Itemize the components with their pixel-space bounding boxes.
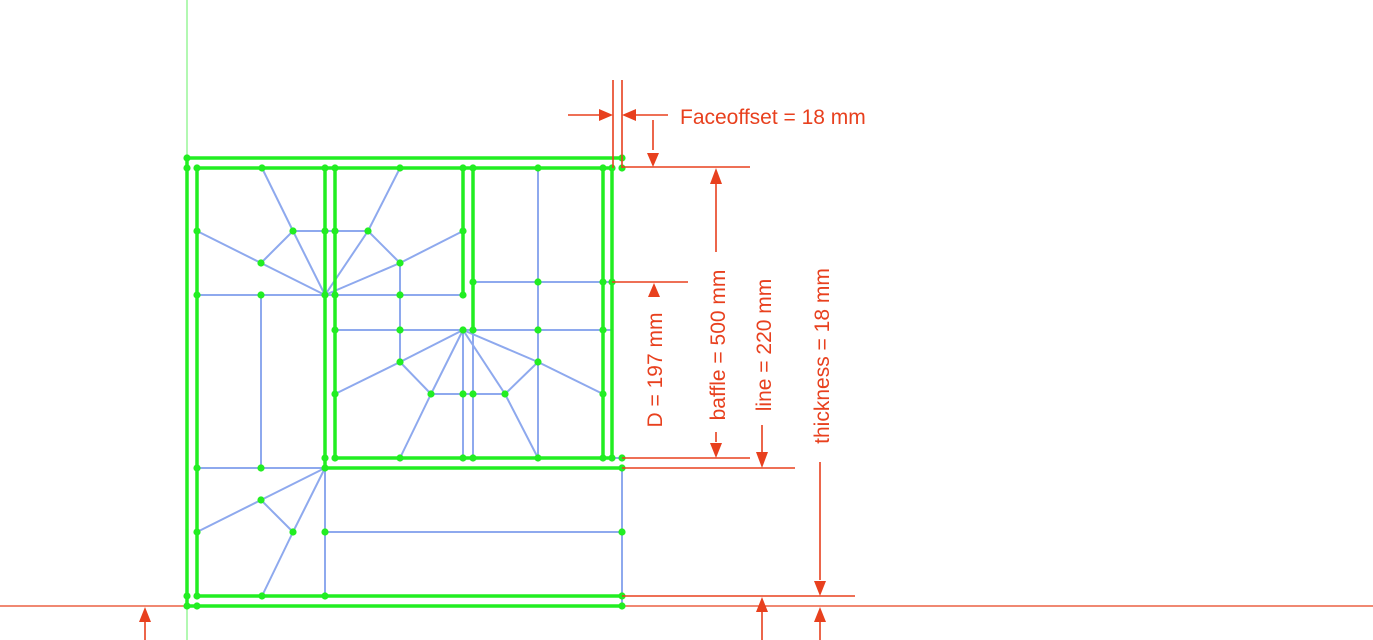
thickness-label: thickness = 18 mm xyxy=(811,268,834,444)
mesh-node xyxy=(183,592,191,600)
mesh-node xyxy=(534,326,542,334)
mesh-node xyxy=(257,464,265,472)
mesh-node xyxy=(331,291,339,299)
mesh-node xyxy=(364,227,372,235)
line-label: line = 220 mm xyxy=(753,279,776,411)
mesh-node xyxy=(289,528,297,536)
mesh-node xyxy=(258,164,266,172)
mesh-node xyxy=(618,602,626,610)
mesh-node xyxy=(396,291,404,299)
mesh-node xyxy=(193,602,201,610)
mesh-node xyxy=(396,164,404,172)
panel-outline xyxy=(185,156,622,608)
mesh-node xyxy=(321,454,329,462)
mesh-node xyxy=(258,592,266,600)
mesh-node xyxy=(331,390,339,398)
mesh-node xyxy=(618,528,626,536)
mesh-node xyxy=(331,164,339,172)
mesh-node xyxy=(321,291,329,299)
mesh-node xyxy=(321,164,329,172)
dimension-lines xyxy=(139,80,855,640)
mesh-node xyxy=(599,164,607,172)
mesh-node xyxy=(193,227,201,235)
mesh-node xyxy=(459,454,467,462)
mesh-node xyxy=(193,464,201,472)
mesh-node xyxy=(534,164,542,172)
mesh-node xyxy=(257,496,265,504)
mesh-node xyxy=(469,390,477,398)
mesh-nodes xyxy=(183,154,626,610)
mesh-node xyxy=(534,278,542,286)
mesh-node xyxy=(183,602,191,610)
d-label: D = 197 mm xyxy=(644,313,667,428)
mesh-node xyxy=(257,259,265,267)
mesh-node xyxy=(193,592,201,600)
mesh-node xyxy=(396,358,404,366)
mesh-node xyxy=(599,390,607,398)
mesh-node xyxy=(396,454,404,462)
mesh-node xyxy=(469,164,477,172)
mesh-node xyxy=(534,358,542,366)
mesh-node xyxy=(193,164,201,172)
mesh-node xyxy=(183,164,191,172)
mesh-node xyxy=(459,326,467,334)
mesh-node xyxy=(321,227,329,235)
mesh-node xyxy=(608,164,616,172)
mesh-node xyxy=(321,528,329,536)
mesh-node xyxy=(289,227,297,235)
mesh-node xyxy=(331,454,339,462)
mesh-node xyxy=(599,454,607,462)
mesh-node xyxy=(193,291,201,299)
mesh-node xyxy=(459,164,467,172)
mesh-node xyxy=(459,291,467,299)
mesh-node xyxy=(321,592,329,600)
mesh-node xyxy=(396,326,404,334)
mesh-node xyxy=(331,326,339,334)
mesh-node xyxy=(396,259,404,267)
mesh-node xyxy=(469,454,477,462)
mesh-node xyxy=(459,227,467,235)
mesh-node xyxy=(459,390,467,398)
baffle-label: baffle = 500 mm xyxy=(707,270,730,421)
mesh-node xyxy=(427,390,435,398)
mesh-node xyxy=(608,454,616,462)
mesh-node xyxy=(599,278,607,286)
mesh xyxy=(196,167,623,606)
mesh-node xyxy=(193,528,201,536)
mesh-node xyxy=(331,227,339,235)
mesh-node xyxy=(321,464,329,472)
mesh-node xyxy=(599,326,607,334)
faceoffset-label: Faceoffset = 18 mm xyxy=(680,106,866,129)
mesh-node xyxy=(183,154,191,162)
mesh-node xyxy=(501,390,509,398)
mesh-node xyxy=(469,278,477,286)
mesh-node xyxy=(534,454,542,462)
mesh-node xyxy=(257,291,265,299)
mesh-node xyxy=(469,326,477,334)
